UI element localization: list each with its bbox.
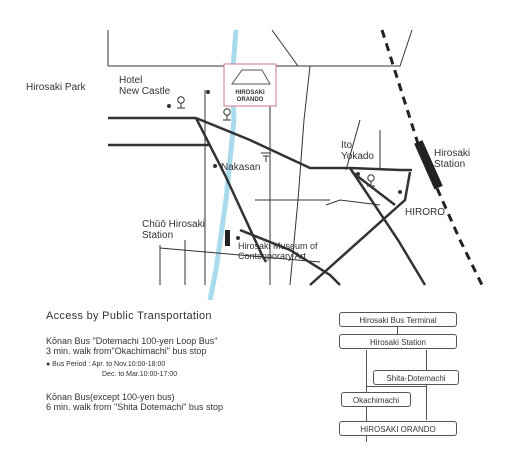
stop-hirosaki-bus-terminal: Hirosaki Bus Terminal bbox=[339, 312, 457, 327]
railway-line bbox=[380, 29, 484, 286]
stop-shita-dotemachi: Shita-Dotemachi bbox=[373, 370, 459, 385]
area-map bbox=[107, 29, 484, 300]
post-office-icon bbox=[367, 174, 375, 187]
label-chuo-hirosaki-station: Chūō Hirosaki Station bbox=[142, 219, 205, 241]
logo-text-line2: ORANDO bbox=[236, 97, 264, 103]
loop-bus-walk: 3 min. walk from"Okachimachi" bus stop bbox=[46, 346, 207, 356]
access-info: Access by Public Transportation Kōnan Bu… bbox=[46, 310, 316, 412]
orando-logo bbox=[223, 63, 277, 107]
post-office-icon bbox=[223, 108, 231, 121]
stop-okachimachi: Okachimachi bbox=[341, 392, 411, 407]
main-roads bbox=[108, 116, 427, 286]
stop-hirosaki-station: Hirosaki Station bbox=[339, 334, 457, 349]
bus-period: ● Bus Period : Apr. to Nov.10:00-18:00 D… bbox=[46, 360, 316, 380]
bus-period-summer: ● Bus Period : Apr. to Nov.10:00-18:00 bbox=[46, 361, 166, 368]
location-dots bbox=[167, 90, 402, 240]
post-office-icon bbox=[177, 96, 185, 109]
chuo-station-platform bbox=[225, 230, 230, 246]
label-hirosaki-park: Hirosaki Park bbox=[26, 82, 86, 93]
label-nakasan: Nakasan bbox=[221, 162, 261, 173]
hirosaki-station-platform bbox=[414, 140, 443, 190]
label-hirosaki-station: Hirosaki Station bbox=[434, 148, 471, 170]
label-hotel-new-castle: Hotel New Castle bbox=[119, 75, 171, 97]
label-ito-yokado: Ito Yokado bbox=[341, 140, 374, 162]
label-museum: Hirosaki Museum of Contenporary Art bbox=[238, 241, 318, 261]
loop-bus-name: Kōnan Bus "Dotemachi 100-yen Loop Bus" bbox=[46, 336, 218, 346]
bank-icon bbox=[261, 152, 271, 162]
bus-period-winter: Dec. to Mar.10:00-17:00 bbox=[102, 371, 178, 378]
regular-bus-name: Kōnan Bus(except 100-yen bus) bbox=[46, 392, 175, 402]
regular-bus-walk: 6 min. walk from "Shita Dotemachi" bus s… bbox=[46, 402, 223, 412]
label-hiroro: HIRORO bbox=[405, 207, 445, 218]
stop-hirosaki-orando: HIROSAKI ORANDO bbox=[339, 421, 457, 436]
logo-text-line1: HIROSAKI bbox=[235, 90, 265, 96]
access-title: Access by Public Transportation bbox=[46, 310, 212, 322]
